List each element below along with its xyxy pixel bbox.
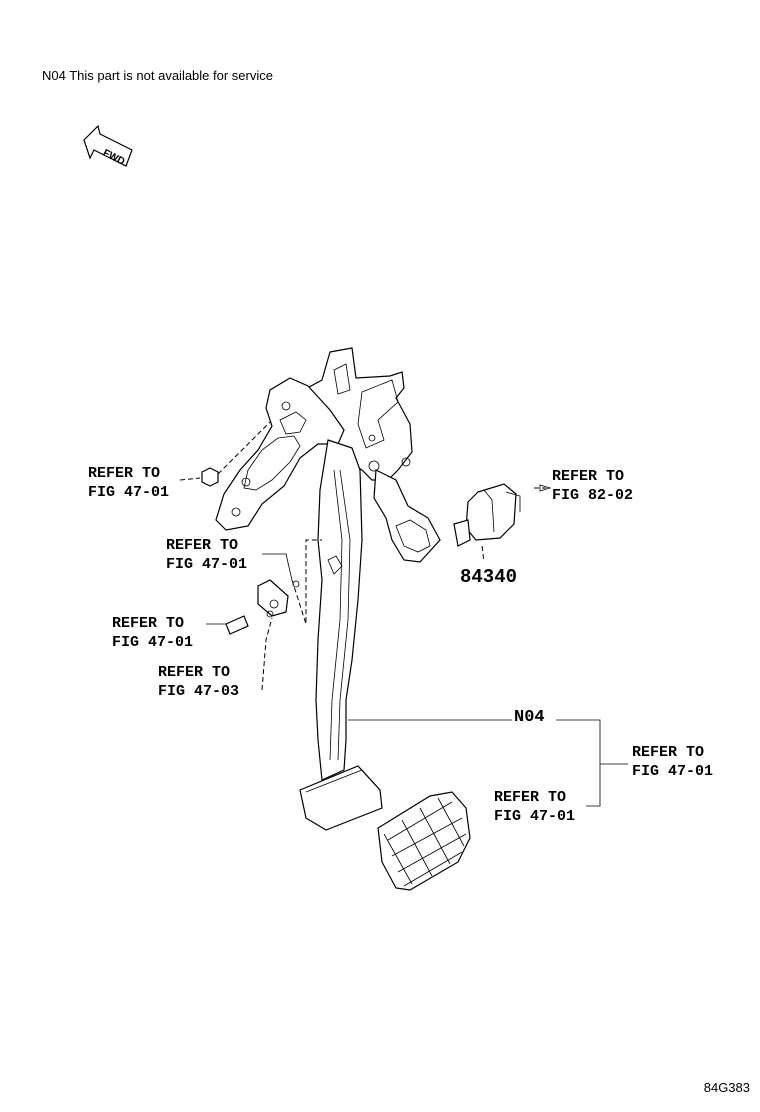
refer-label-7-line2: FIG 47-01 — [494, 808, 576, 825]
refer-label-6: REFER TO FIG 47-01 — [632, 743, 713, 781]
refer-label-7-line1: REFER TO — [494, 789, 567, 806]
pedal-arm — [299, 439, 383, 831]
refer-label-6-line1: REFER TO — [632, 744, 705, 761]
fwd-arrow-icon: FWD — [83, 124, 133, 168]
refer-label-4-line1: REFER TO — [158, 664, 231, 681]
callout-n04: N04 — [514, 708, 545, 727]
refer-label-6-line2: FIG 47-01 — [632, 763, 714, 780]
diagram-code: 84G383 — [703, 1080, 750, 1095]
refer-label-3-line2: FIG 47-01 — [112, 634, 194, 651]
refer-label-2: REFER TO FIG 47-01 — [166, 536, 247, 574]
refer-label-5: REFER TO FIG 82-02 — [552, 467, 633, 505]
refer-label-5-line1: REFER TO — [552, 468, 625, 485]
refer-label-1-line2: FIG 47-01 — [88, 484, 170, 501]
pedal-pad — [377, 791, 471, 891]
refer-label-2-line1: REFER TO — [166, 537, 239, 554]
refer-label-7: REFER TO FIG 47-01 — [494, 788, 575, 826]
refer-label-4: REFER TO FIG 47-03 — [158, 663, 239, 701]
small-parts — [201, 467, 300, 635]
refer-label-3-line1: REFER TO — [112, 615, 185, 632]
service-note: N04 This part is not available for servi… — [42, 68, 273, 83]
leader-lines — [179, 421, 628, 807]
stop-lamp-switch — [453, 483, 521, 547]
part-number-84340: 84340 — [460, 566, 518, 588]
refer-label-4-line2: FIG 47-03 — [158, 683, 240, 700]
refer-label-1: REFER TO FIG 47-01 — [88, 464, 169, 502]
refer-label-3: REFER TO FIG 47-01 — [112, 614, 193, 652]
refer-label-2-line2: FIG 47-01 — [166, 556, 248, 573]
refer-label-5-line2: FIG 82-02 — [552, 487, 634, 504]
refer-label-1-line1: REFER TO — [88, 465, 161, 482]
